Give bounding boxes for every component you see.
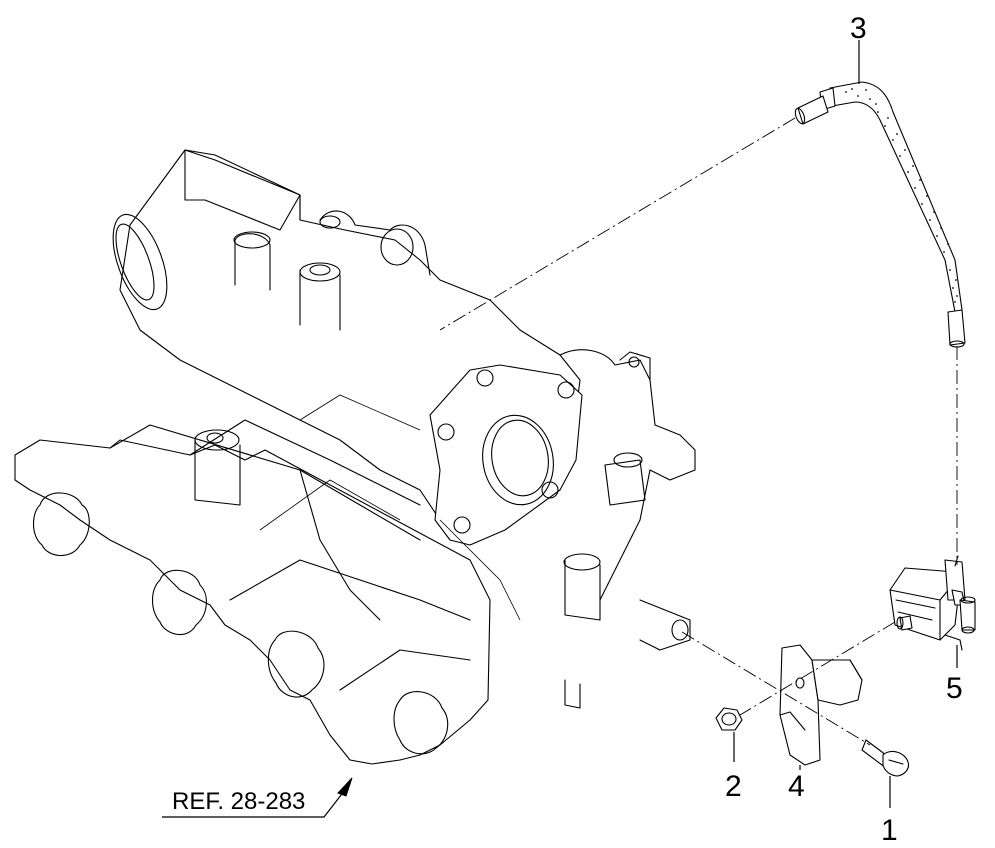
- solenoid-valve-illustration: [889, 555, 976, 651]
- nut-illustration: [715, 707, 743, 731]
- callout-part-2: 2: [725, 770, 742, 803]
- assembly-center-lines: [439, 117, 958, 746]
- callout-part-3: 3: [850, 12, 867, 45]
- callout-part-1: 1: [881, 814, 898, 847]
- bolt-illustration: [861, 739, 910, 777]
- bracket-illustration: [779, 644, 863, 766]
- callout-part-5: 5: [946, 672, 963, 705]
- callout-leaders: [162, 40, 958, 818]
- intake-manifold-illustration: [14, 149, 696, 765]
- reference-label: REF. 28-283: [172, 788, 305, 815]
- vacuum-hose-illustration: [794, 81, 966, 348]
- callout-part-4: 4: [788, 770, 805, 803]
